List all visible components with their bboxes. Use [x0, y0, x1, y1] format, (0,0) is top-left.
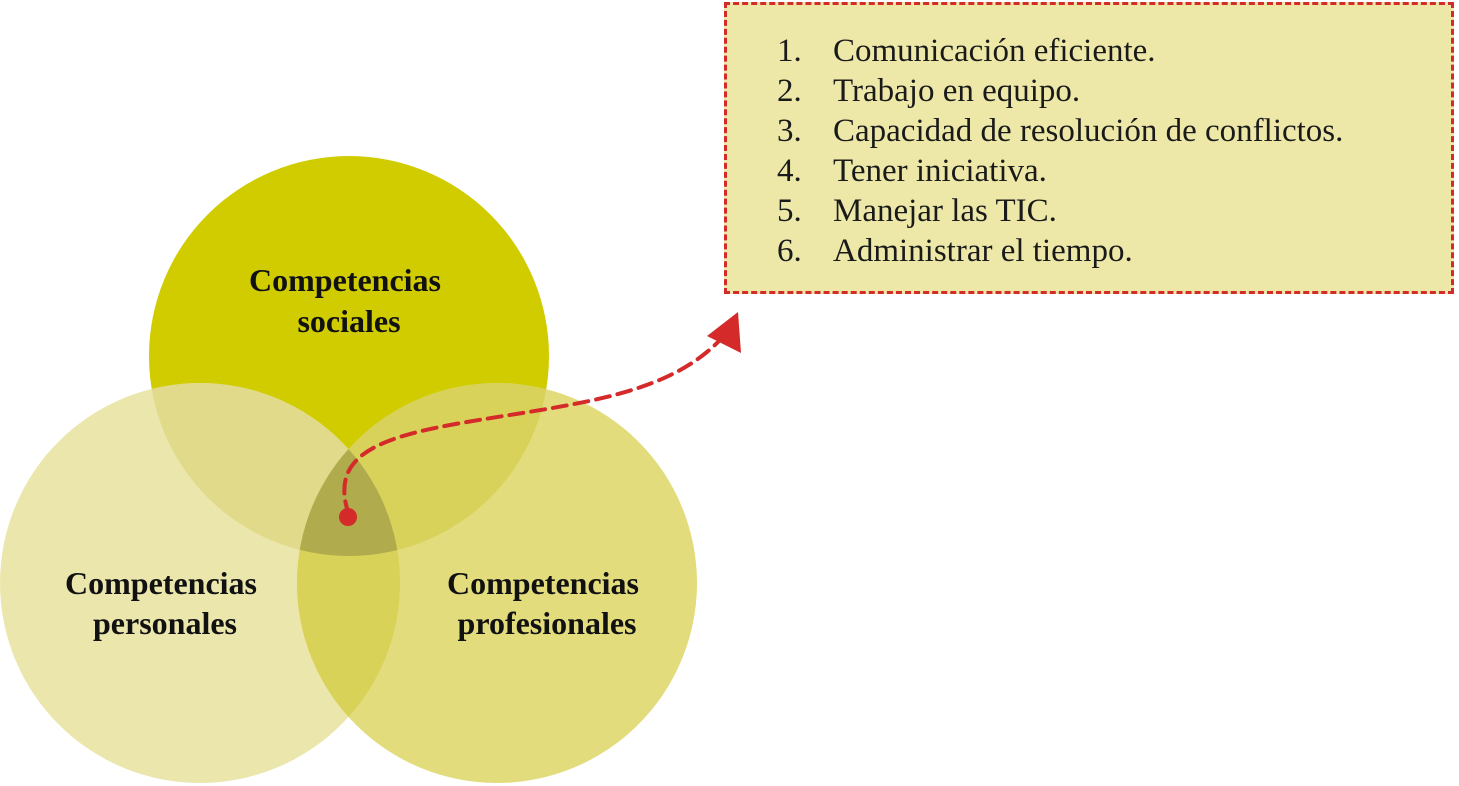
- competencias-list-box: 1. Comunicación eficiente. 2. Trabajo en…: [724, 2, 1454, 294]
- label-sociales-line1: Competencias: [249, 262, 441, 298]
- list-item-number: 3.: [777, 113, 802, 149]
- overlap-sociales-profesionales: [297, 383, 549, 556]
- list-item: 5. Manejar las TIC.: [777, 191, 1451, 231]
- label-personales-line1: Competencias: [65, 565, 257, 601]
- label-profesionales-line2: profesionales: [458, 605, 637, 641]
- list-item-number: 5.: [777, 193, 802, 229]
- list-item-number: 4.: [777, 153, 802, 189]
- list-item-text: Manejar las TIC.: [833, 193, 1057, 229]
- list-item-text: Administrar el tiempo.: [833, 233, 1133, 269]
- connector-origin-dot: [339, 508, 357, 526]
- list-item-text: Capacidad de resolución de conflictos.: [833, 113, 1344, 149]
- label-sociales-line2: sociales: [297, 303, 400, 339]
- overlap-sociales-personales: [149, 383, 400, 556]
- list-item-number: 1.: [777, 33, 802, 69]
- list-item-number: 2.: [777, 73, 802, 109]
- list-item: 1. Comunicación eficiente.: [777, 31, 1451, 71]
- label-personales: Competencias personales: [65, 565, 265, 641]
- list-item: 3. Capacidad de resolución de conflictos…: [777, 111, 1451, 151]
- label-profesionales-line1: Competencias: [447, 565, 639, 601]
- connector-arrowhead: [707, 312, 741, 353]
- label-personales-line2: personales: [93, 605, 237, 641]
- list-item-number: 6.: [777, 233, 802, 269]
- label-profesionales: Competencias profesionales: [447, 565, 647, 641]
- list-item: 4. Tener iniciativa.: [777, 151, 1451, 191]
- list-item-text: Tener iniciativa.: [833, 153, 1047, 189]
- connector-arrow-line: [342, 340, 720, 517]
- list-item-text: Trabajo en equipo.: [833, 73, 1081, 109]
- list-item: 2. Trabajo en equipo.: [777, 71, 1451, 111]
- list-item-text: Comunicación eficiente.: [833, 33, 1156, 69]
- competencias-list: 1. Comunicación eficiente. 2. Trabajo en…: [777, 31, 1451, 271]
- label-sociales: Competencias sociales: [249, 262, 449, 339]
- list-item: 6. Administrar el tiempo.: [777, 231, 1451, 271]
